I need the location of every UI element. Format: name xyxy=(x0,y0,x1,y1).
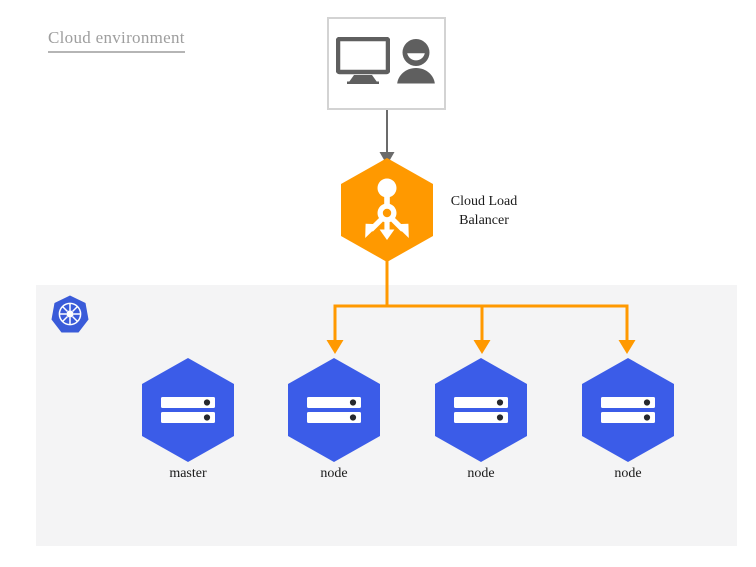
server-icon xyxy=(161,397,215,423)
page-title: Cloud environment xyxy=(48,28,185,53)
client-workstation-box xyxy=(327,17,446,110)
node-label: node xyxy=(614,466,642,481)
load-balancer-icon xyxy=(365,178,409,240)
monitor-icon xyxy=(335,36,391,90)
server-icon xyxy=(601,397,655,423)
node-hexagon xyxy=(435,358,527,462)
kubernetes-logo-icon xyxy=(50,294,90,334)
cluster-node-3[interactable]: node xyxy=(582,358,674,481)
client-icons xyxy=(329,19,444,108)
server-icon xyxy=(454,397,508,423)
node-hexagon xyxy=(142,358,234,462)
node-label: node xyxy=(320,466,348,481)
node-hexagon xyxy=(582,358,674,462)
cluster-node-master[interactable]: master xyxy=(142,358,234,481)
cluster-node-2[interactable]: node xyxy=(435,358,527,481)
load-balancer-label-line1: Cloud Load xyxy=(450,194,518,209)
server-icon xyxy=(307,397,361,423)
cluster-node-1[interactable]: node xyxy=(288,358,380,481)
load-balancer-label-line2: Balancer xyxy=(459,213,509,228)
node-label: master xyxy=(169,466,207,481)
user-icon xyxy=(395,37,437,90)
load-balancer-node[interactable] xyxy=(341,158,433,262)
node-label: node xyxy=(467,466,495,481)
connector-loadbalancer-to-nodes xyxy=(320,258,650,362)
node-hexagon xyxy=(288,358,380,462)
load-balancer-label: Cloud Load Balancer xyxy=(437,192,531,230)
